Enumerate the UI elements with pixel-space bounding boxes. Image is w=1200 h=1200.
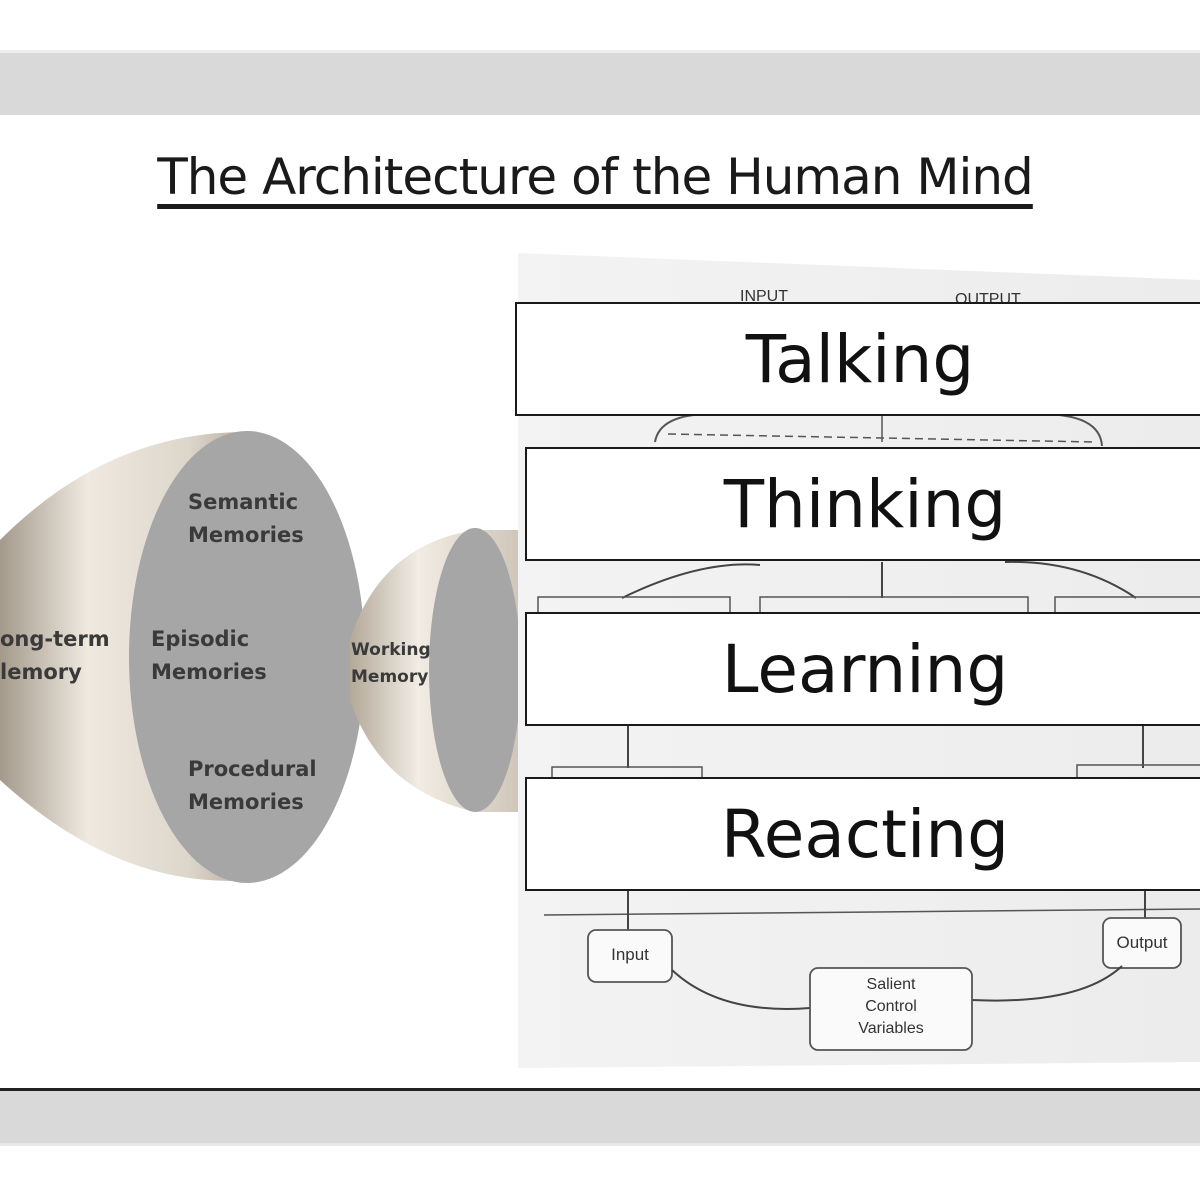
long-term-label-2: lemory <box>0 660 82 684</box>
thinking-box: Thinking <box>525 447 1200 561</box>
working-memory-label-1: Working <box>351 640 431 660</box>
salient-control-variables-box <box>809 967 973 1051</box>
working-memory-label-2: Memory <box>351 667 428 687</box>
episodic-label-1: Episodic <box>151 627 249 651</box>
long-term-memory-face <box>129 431 365 883</box>
bottom-frame-band <box>0 1088 1200 1146</box>
top-frame-band <box>0 50 1200 118</box>
working-memory-bowl: Working Memory <box>350 528 521 812</box>
reacting-label: Reacting <box>720 795 1010 873</box>
output-box <box>1102 917 1182 969</box>
long-term-memory-bowl: ong-term lemory Semantic Memories Episod… <box>0 431 365 883</box>
talking-label: Talking <box>745 320 975 398</box>
long-term-label-1: ong-term <box>0 627 110 651</box>
input-header: INPUT <box>740 288 788 305</box>
episodic-label-2: Memories <box>151 660 267 684</box>
salient-label-2: Control <box>865 998 917 1015</box>
talking-box: Talking <box>515 302 1200 416</box>
salient-label-1: Salient <box>867 976 916 993</box>
procedural-label-2: Memories <box>188 790 304 814</box>
semantic-label-1: Semantic <box>188 490 298 514</box>
input-box-label: Input <box>611 945 649 964</box>
learning-label: Learning <box>721 630 1009 708</box>
working-memory-face <box>429 528 521 812</box>
procedural-label-1: Procedural <box>188 757 317 781</box>
salient-label-3: Variables <box>858 1020 924 1037</box>
learning-box: Learning <box>525 612 1200 726</box>
slide-title: The Architecture of the Human Mind <box>157 148 1034 206</box>
input-box <box>587 929 673 983</box>
semantic-label-2: Memories <box>188 523 304 547</box>
thinking-label: Thinking <box>723 465 1007 543</box>
output-box-label: Output <box>1116 933 1167 952</box>
reacting-box: Reacting <box>525 777 1200 891</box>
